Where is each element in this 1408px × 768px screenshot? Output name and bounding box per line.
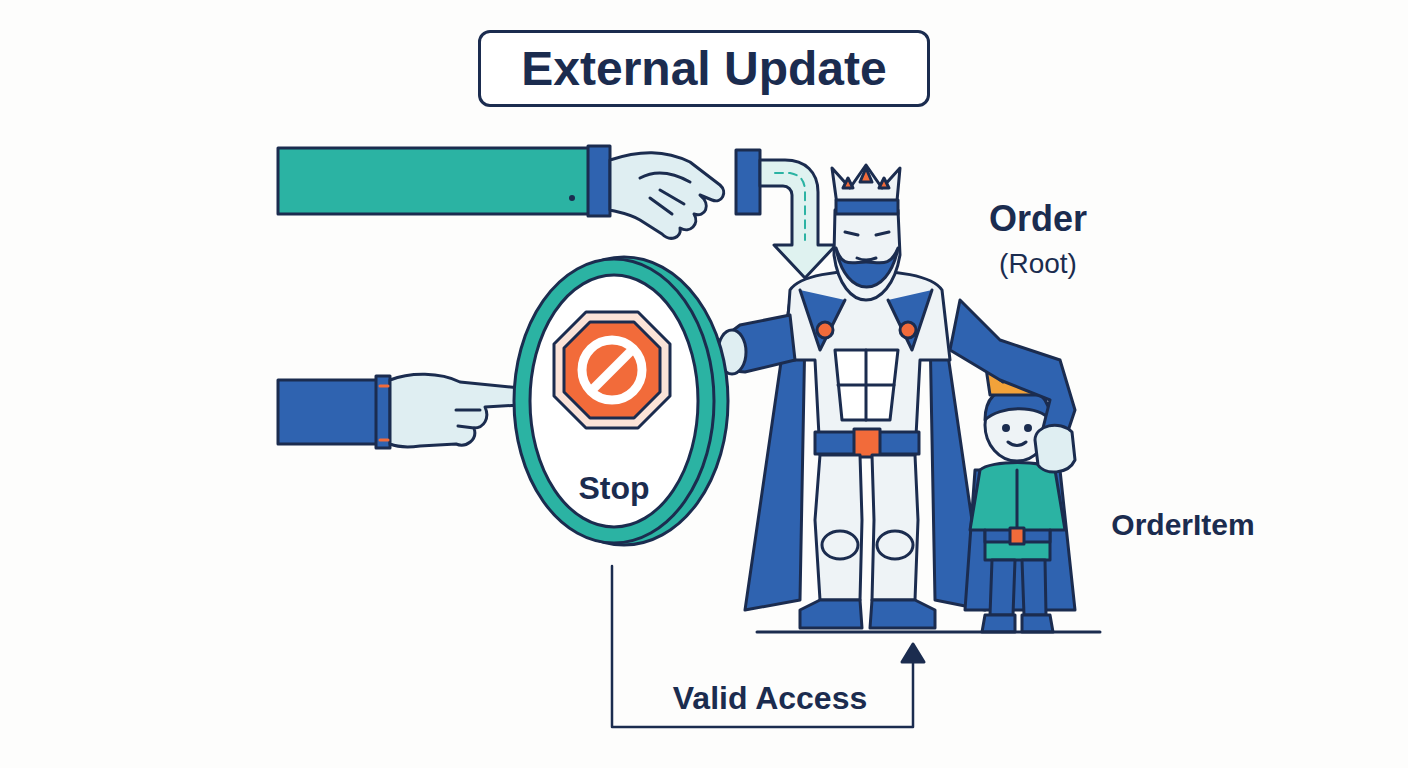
pointing-arm — [278, 374, 529, 448]
shield-node: Stop — [500, 252, 732, 550]
prince-figure — [950, 300, 1075, 632]
root-label: Order — [989, 198, 1087, 240]
handshake-arm — [278, 146, 760, 238]
access-bracket — [612, 566, 913, 727]
title-box: External Update — [478, 30, 930, 107]
access-label: Valid Access — [665, 680, 876, 717]
root-sublabel: (Root) — [999, 248, 1077, 280]
child-label: OrderItem — [1111, 508, 1254, 542]
bracket-arrowhead — [902, 644, 924, 662]
king-figure — [718, 165, 985, 628]
flow-pipe-arrow — [760, 160, 836, 278]
shield-label: Stop — [578, 470, 649, 507]
title-text: External Update — [521, 41, 886, 96]
ground-line — [757, 631, 1100, 634]
